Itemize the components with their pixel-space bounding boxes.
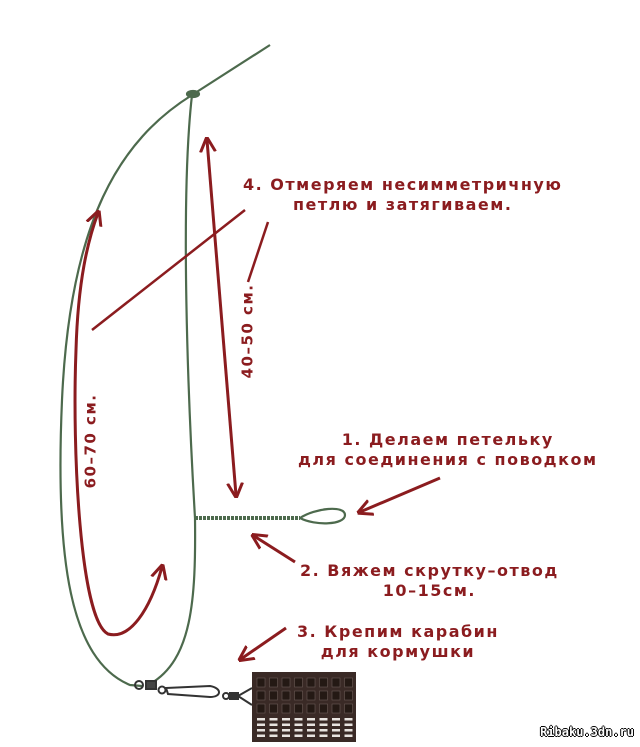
step3-line1: 3. Крепим карабин bbox=[297, 622, 499, 641]
long-loop-strand bbox=[59, 94, 193, 688]
step1-line1: 1. Делаем петельку bbox=[341, 430, 554, 449]
step4-line2: петлю и затягиваем. bbox=[292, 195, 513, 214]
annotations bbox=[73, 140, 441, 659]
watermark: Ribaku.3dn.ru bbox=[540, 725, 634, 739]
step2-line1: 2. Вяжем скрутку–отвод bbox=[300, 561, 559, 580]
length-short-label: 40–50 см. bbox=[238, 283, 257, 379]
leader-loop bbox=[299, 507, 347, 525]
arrow-step2 bbox=[254, 536, 296, 564]
step1-label: 1. Делаем петельку для соединения с пово… bbox=[298, 430, 598, 470]
arrow-step1 bbox=[360, 476, 441, 512]
arrow-40-50 bbox=[207, 140, 236, 495]
arrow-60-70 bbox=[73, 213, 162, 637]
swivel-snap bbox=[134, 680, 253, 706]
pointer-line-4b bbox=[246, 221, 270, 283]
step4-label: 4. Отмеряем несимметричную петлю и затяг… bbox=[243, 175, 562, 215]
step2-line2: 10–15см. bbox=[382, 581, 476, 600]
step1-line2: для соединения с поводком bbox=[298, 450, 598, 469]
length-long-label: 60–70 см. bbox=[81, 393, 100, 489]
step3-line2: для кормушки bbox=[320, 642, 476, 661]
short-loop-strand bbox=[149, 94, 197, 685]
main-line bbox=[191, 44, 271, 96]
step3-label: 3. Крепим карабин для кормушки bbox=[297, 622, 499, 662]
pointer-line-4a bbox=[91, 209, 246, 331]
feeder-cage bbox=[252, 672, 356, 742]
step4-line1: 4. Отмеряем несимметричную bbox=[243, 175, 563, 194]
fishing-line bbox=[59, 44, 347, 688]
step2-label: 2. Вяжем скрутку–отвод 10–15см. bbox=[300, 561, 559, 601]
knot bbox=[185, 89, 201, 99]
arrow-step3 bbox=[241, 626, 287, 659]
